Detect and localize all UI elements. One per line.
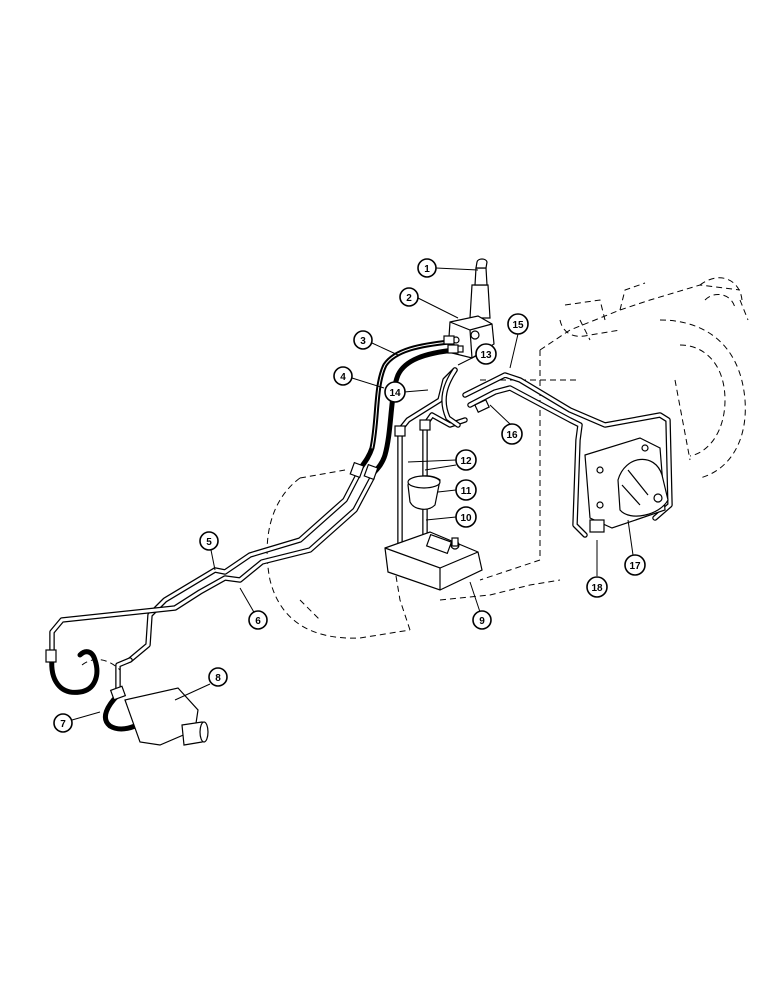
callout-4-label: 4: [340, 372, 346, 383]
steering-hoses: [355, 339, 458, 478]
callout-2: 2: [399, 287, 419, 307]
callouts: 1 2 3 4 5 6 7 8 9 10 11 12 13 14 15 16 1…: [53, 258, 646, 733]
callout-12-label: 12: [460, 456, 472, 467]
callout-13: 13: [475, 343, 497, 365]
steering-pipes: [49, 472, 375, 693]
callout-10-label: 10: [460, 513, 472, 524]
callout-3: 3: [353, 330, 373, 350]
callout-16: 16: [501, 423, 523, 445]
callout-13-label: 13: [480, 350, 492, 361]
steering-column: [469, 258, 491, 319]
callout-8: 8: [208, 667, 228, 687]
callout-4: 4: [333, 366, 353, 386]
callout-11-label: 11: [461, 486, 472, 497]
tractor-body-outline: [266, 277, 749, 639]
callout-7-label: 7: [60, 719, 66, 730]
callout-10: 10: [455, 506, 477, 528]
callout-11: 11: [455, 479, 477, 501]
steering-cylinder: [81, 659, 209, 746]
callout-18: 18: [586, 576, 608, 598]
callout-6: 6: [248, 610, 268, 630]
callout-5: 5: [199, 531, 219, 551]
callout-12: 12: [455, 449, 477, 471]
reservoir-assembly: [384, 367, 483, 591]
callout-3-label: 3: [360, 336, 366, 347]
callout-5-label: 5: [206, 537, 212, 548]
callout-14-label: 14: [389, 388, 401, 399]
callout-1-label: 1: [424, 264, 430, 275]
callout-16-label: 16: [506, 430, 518, 441]
callout-9-label: 9: [479, 616, 485, 627]
pump-pipes: [394, 367, 673, 538]
callout-9: 9: [472, 610, 492, 630]
hose-fittings: [349, 335, 459, 481]
callout-15-label: 15: [512, 320, 524, 331]
callout-17: 17: [624, 554, 646, 576]
callout-14: 14: [384, 381, 406, 403]
callout-6-label: 6: [255, 616, 261, 627]
callout-8-label: 8: [215, 673, 221, 684]
hydraulic-pump: [584, 437, 669, 533]
callout-15: 15: [507, 313, 529, 335]
callout-1: 1: [417, 258, 437, 278]
callout-7: 7: [53, 713, 73, 733]
leader-lines: [71, 267, 634, 721]
callout-18-label: 18: [591, 583, 603, 594]
callout-17-label: 17: [629, 561, 641, 572]
callout-2-label: 2: [406, 293, 412, 304]
